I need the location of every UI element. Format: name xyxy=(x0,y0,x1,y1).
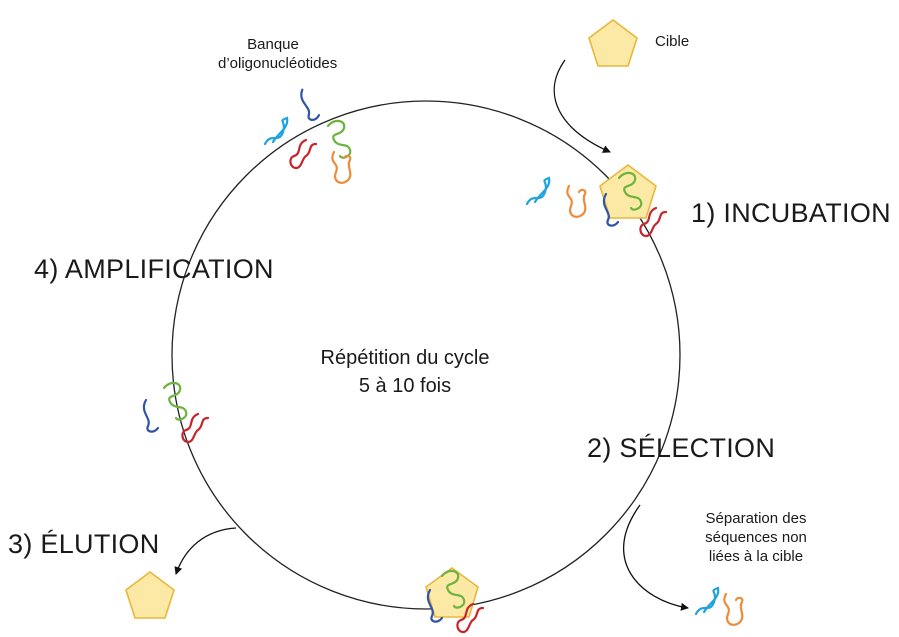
separation-line1: Séparation des xyxy=(705,510,807,527)
separation-label: Séparation des séquences non liées à la … xyxy=(686,509,826,566)
arrow-separation xyxy=(622,504,689,611)
arrow-target-to-incubation xyxy=(553,59,611,153)
step-elution-label: 3) ÉLUTION xyxy=(8,529,160,559)
step-incubation-label: 1) INCUBATION xyxy=(691,198,891,228)
separation-line3: liées à la cible xyxy=(708,548,804,565)
cycle-circle xyxy=(171,100,681,610)
step-amplification-label: 4) AMPLIFICATION xyxy=(34,254,274,284)
cycle-repetition-label: Répétition du cycle 5 à 10 fois xyxy=(300,344,510,400)
selection-complex-icon xyxy=(425,567,485,634)
library-label-line1: Banque xyxy=(247,36,299,53)
target-pentagon-icon xyxy=(588,19,638,67)
amplified-strands-icon xyxy=(142,381,210,444)
cycle-repetition-line2: 5 à 10 fois xyxy=(358,375,452,397)
separation-line2: séquences non xyxy=(705,529,807,546)
cycle-repetition-line1: Répétition du cycle xyxy=(320,347,490,369)
step-selection-label: 2) SÉLECTION xyxy=(587,433,776,463)
library-label: Banque d’oligonucléotides xyxy=(218,35,338,73)
library-label-line2: d’oligonucléotides xyxy=(218,55,338,72)
separated-sequences-icon xyxy=(694,586,744,626)
oligonucleotide-library-icon xyxy=(263,86,352,184)
incubation-complex-icon xyxy=(525,164,668,238)
eluted-target-pentagon-icon xyxy=(125,571,175,619)
target-label: Cible xyxy=(655,33,690,50)
arrow-elution xyxy=(174,527,237,575)
